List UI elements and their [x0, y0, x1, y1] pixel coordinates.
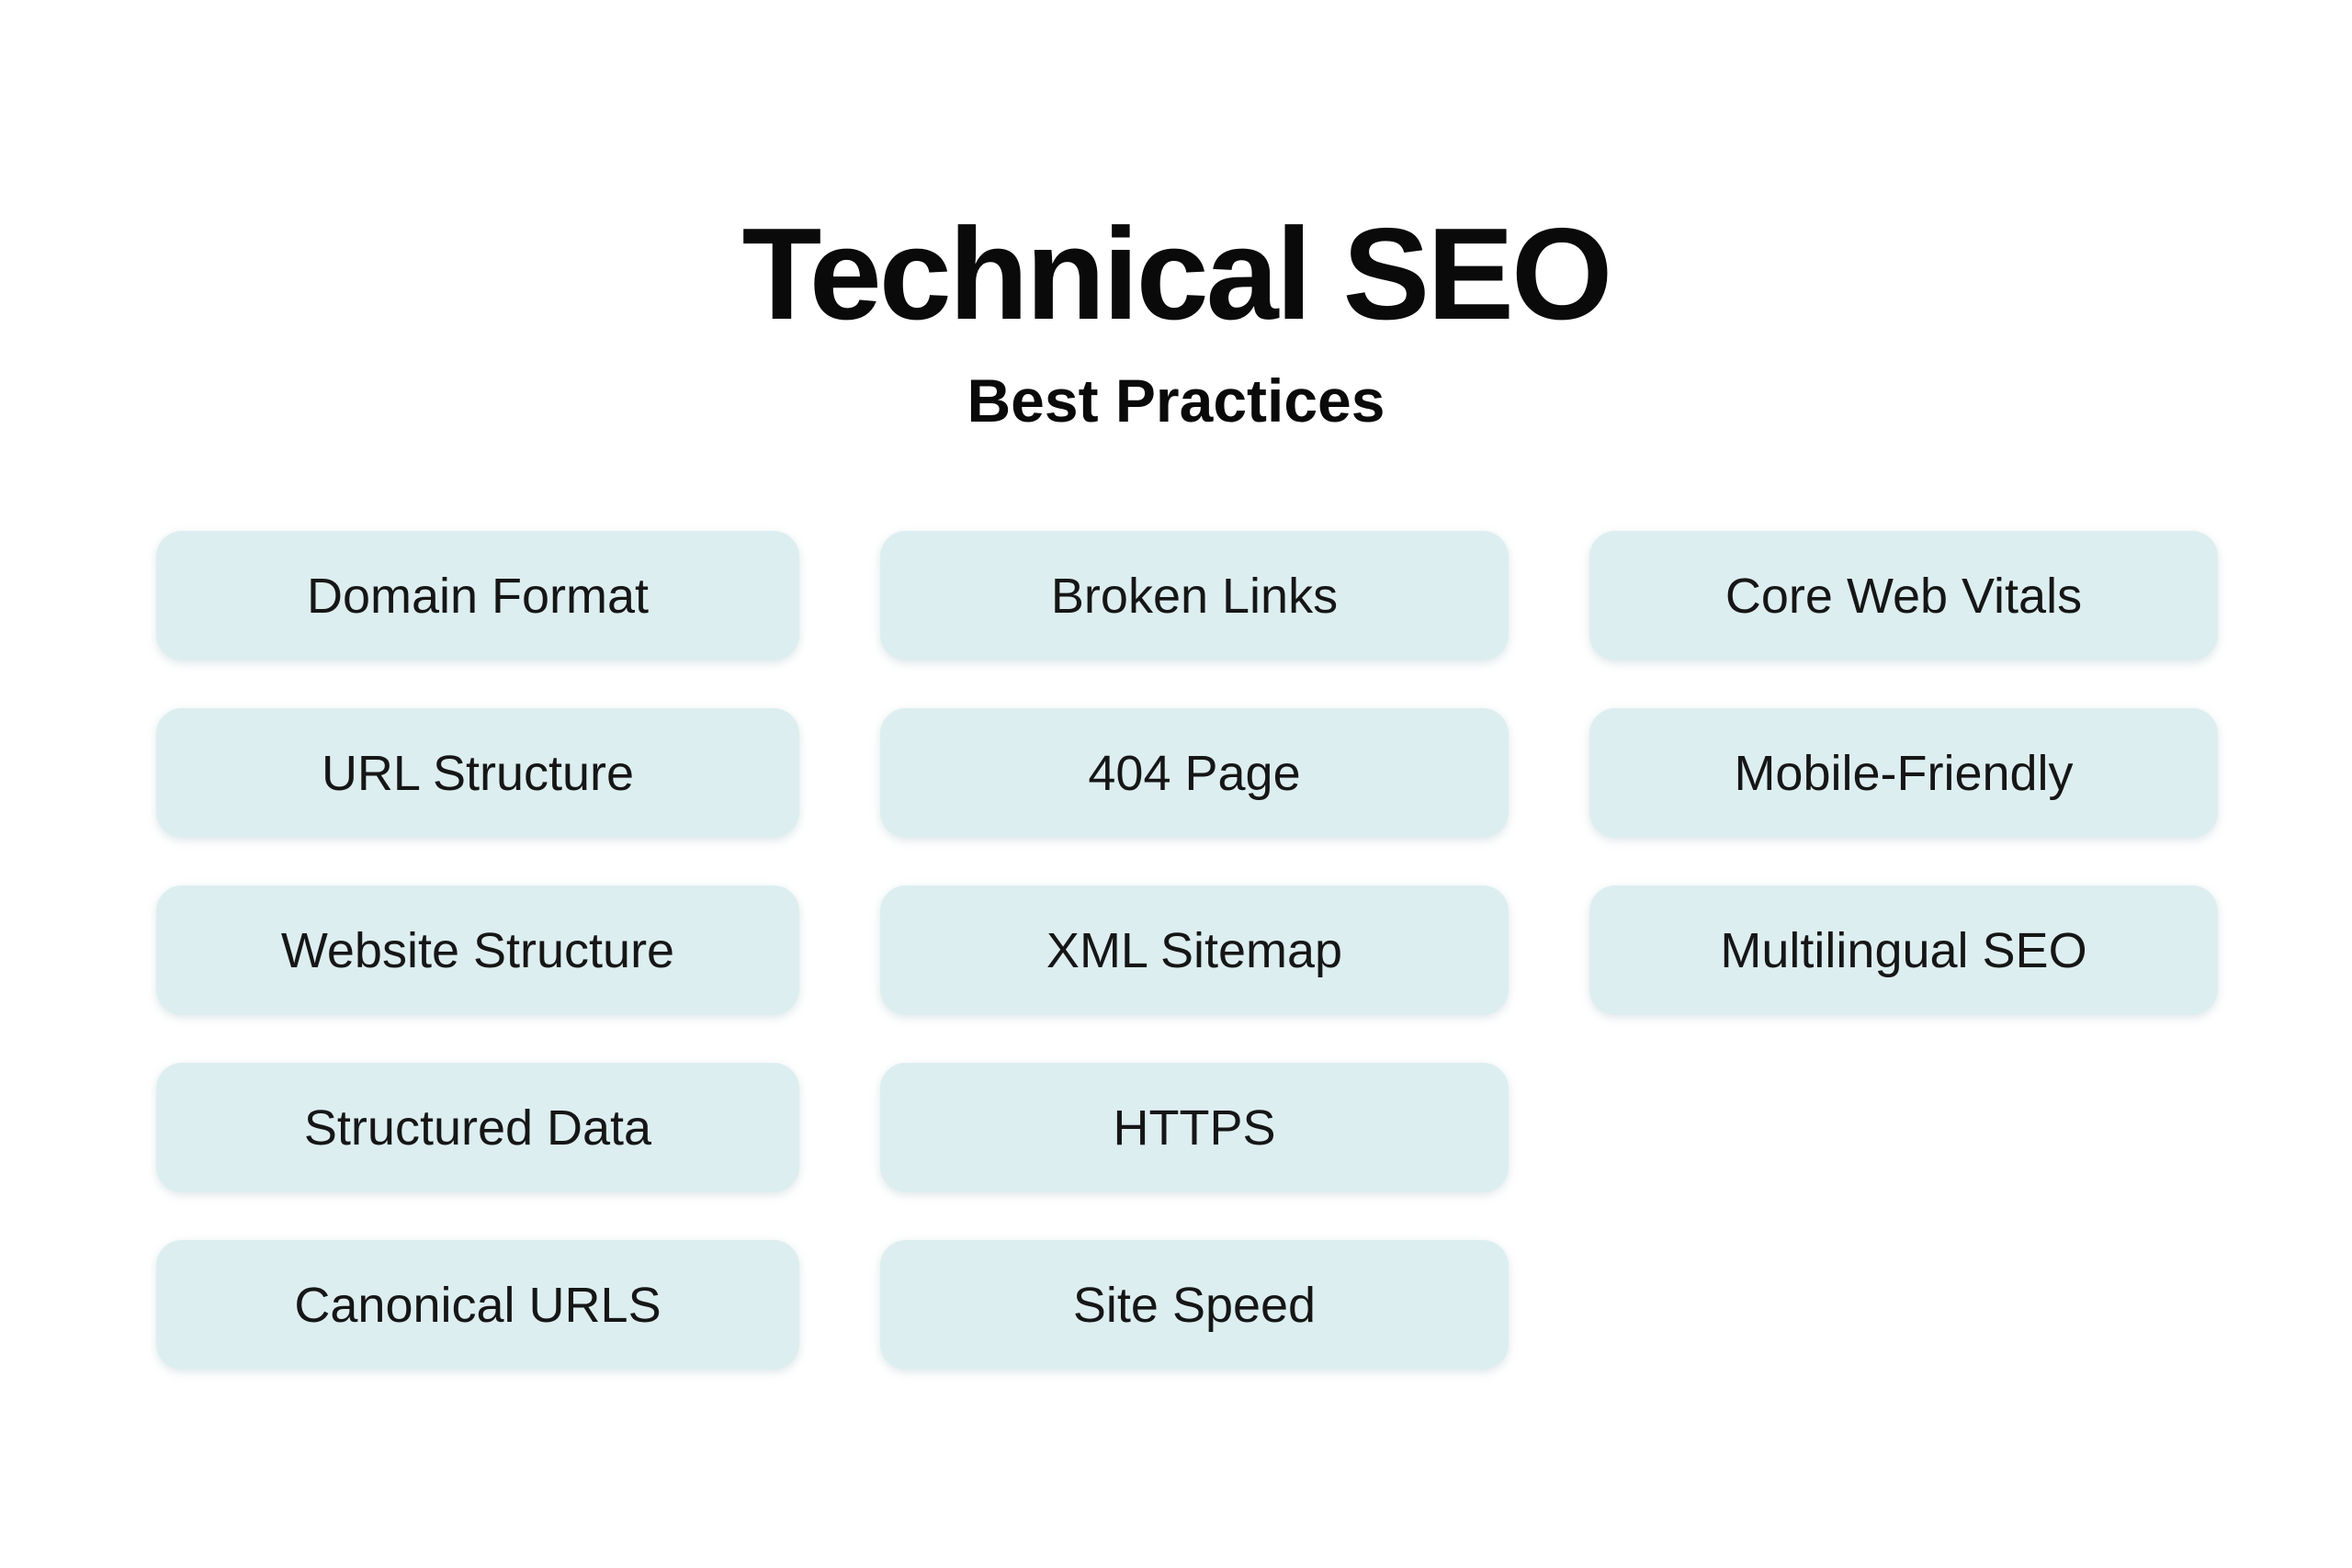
card-url-structure: URL Structure — [156, 708, 799, 838]
card-xml-sitemap: XML Sitemap — [880, 886, 1509, 1015]
card-label: Site Speed — [1072, 1277, 1317, 1333]
card-core-web-vitals: Core Web Vitals — [1589, 531, 2218, 660]
card-label: Domain Format — [306, 568, 650, 624]
cards-grid: Domain Format Broken Links Core Web Vita… — [156, 531, 2218, 1370]
card-label: Core Web Vitals — [1724, 568, 2083, 624]
card-canonical-urls: Canonical URLS — [156, 1240, 799, 1370]
card-website-structure: Website Structure — [156, 886, 799, 1015]
header: Technical SEO Best Practices — [0, 0, 2352, 435]
card-label: Mobile-Friendly — [1734, 745, 2074, 801]
card-broken-links: Broken Links — [880, 531, 1509, 660]
card-structured-data: Structured Data — [156, 1063, 799, 1192]
page-title: Technical SEO — [741, 201, 1613, 347]
card-site-speed: Site Speed — [880, 1240, 1509, 1370]
card-label: Canonical URLS — [294, 1277, 662, 1333]
card-multilingual-seo: Multilingual SEO — [1589, 886, 2218, 1015]
card-label: Structured Data — [303, 1100, 652, 1156]
card-label: URL Structure — [321, 745, 635, 801]
card-label: Multilingual SEO — [1720, 922, 2087, 978]
card-label: Broken Links — [1050, 568, 1339, 624]
card-domain-format: Domain Format — [156, 531, 799, 660]
card-404-page: 404 Page — [880, 708, 1509, 838]
card-mobile-friendly: Mobile-Friendly — [1589, 708, 2218, 838]
card-label: Website Structure — [280, 922, 675, 978]
card-https: HTTPS — [880, 1063, 1509, 1192]
card-label: XML Sitemap — [1046, 922, 1343, 978]
card-label: 404 Page — [1088, 745, 1301, 801]
page-subtitle: Best Practices — [967, 367, 1385, 434]
card-label: HTTPS — [1113, 1100, 1276, 1156]
